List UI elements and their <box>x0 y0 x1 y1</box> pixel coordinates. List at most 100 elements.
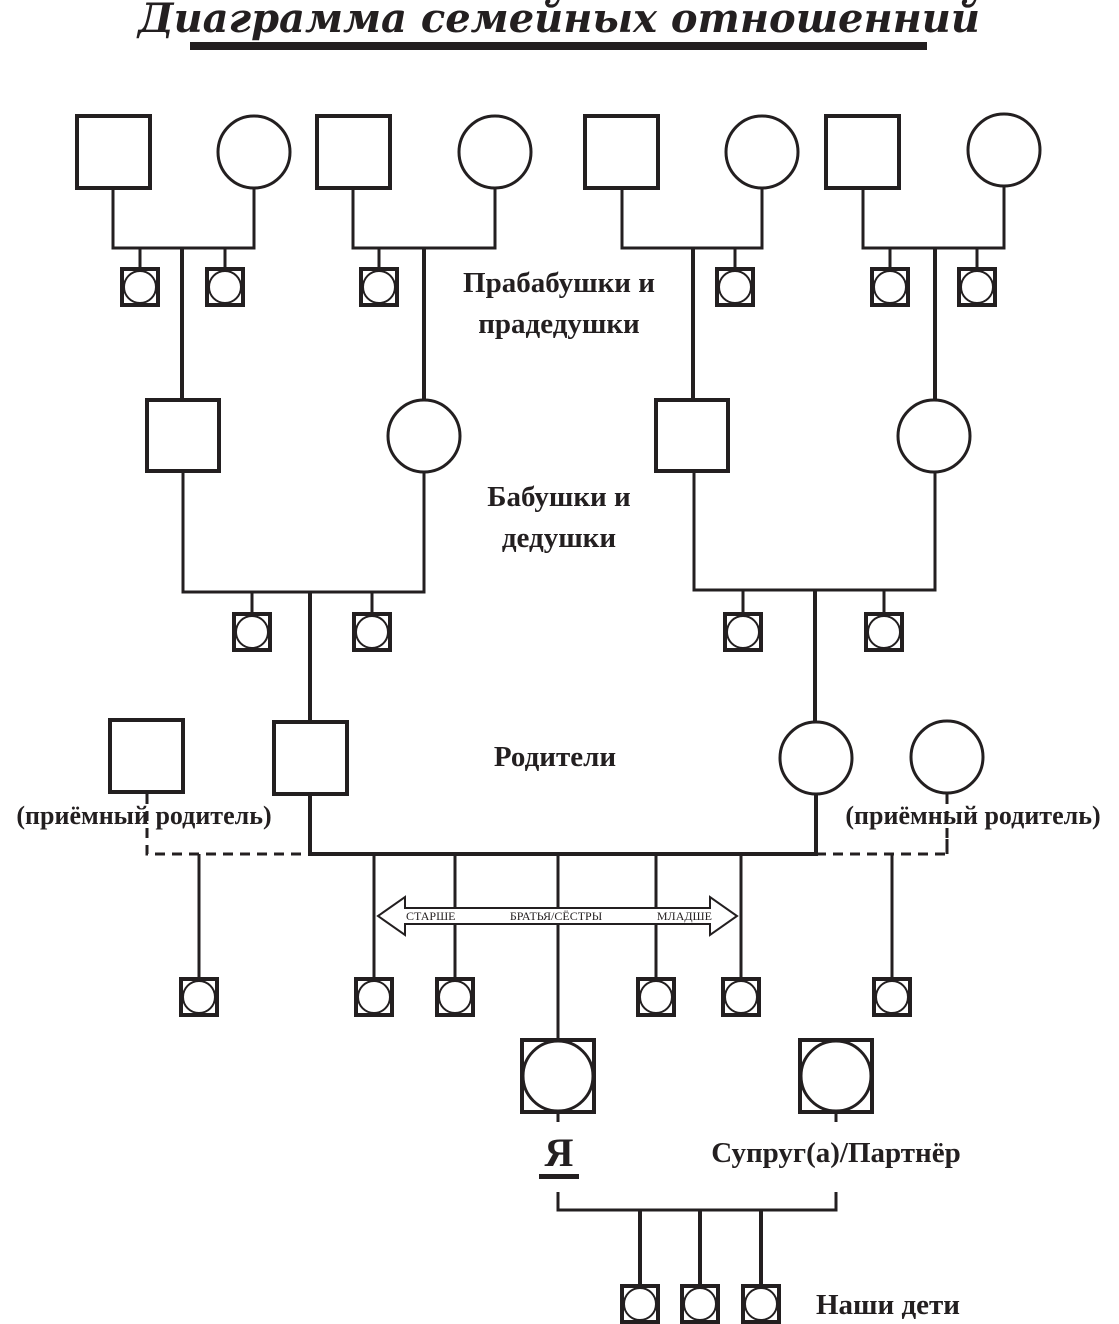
maternal-grandfather[interactable] <box>654 398 730 473</box>
father[interactable] <box>272 720 349 796</box>
maternal-grandmother[interactable] <box>896 398 972 474</box>
sibling-circle <box>639 980 673 1014</box>
great-grandmother-1[interactable] <box>216 114 292 190</box>
siblings-age-arrow: СТАРШЕ БРАТЬЯ/СЁСТРЫ МЛАДШЕ <box>376 895 739 937</box>
sibling-circle <box>357 980 391 1014</box>
grand-sibling-symbol[interactable] <box>864 612 904 652</box>
sibling-circle <box>683 1287 717 1321</box>
children-lines <box>638 1210 763 1286</box>
sibling-circle <box>726 615 760 649</box>
great-grandfather-2[interactable] <box>315 114 392 190</box>
great-grandfather-3[interactable] <box>583 114 660 190</box>
siblings <box>179 977 912 1017</box>
marriage-line <box>692 471 937 592</box>
sibling-drop-lines <box>741 590 886 614</box>
double-arrow-icon <box>376 895 739 937</box>
grand-siblings <box>232 612 904 652</box>
grand-sibling-symbol[interactable] <box>232 612 272 652</box>
me-symbol[interactable] <box>520 1038 596 1114</box>
step-mother[interactable] <box>909 719 985 795</box>
diagram-title: Диаграмма семейных отношенний <box>136 0 980 42</box>
great-grandparents-group-2 <box>315 114 533 400</box>
great-grandmother-4[interactable] <box>966 112 1042 188</box>
sibling-circle <box>208 270 242 304</box>
sibling-circle <box>123 270 157 304</box>
me-label: Я <box>545 1130 574 1175</box>
step-parent-right-label: (приёмный родитель) <box>845 801 1100 830</box>
sibling-drop-lines <box>250 592 374 614</box>
grandparents-label-line1: Бабушки и <box>487 481 630 513</box>
grandparents-maternal <box>654 398 972 722</box>
great-grandparents-label-line1: Прабабушки и <box>463 267 655 299</box>
sibling-circle <box>873 270 907 304</box>
paternal-grandfather[interactable] <box>145 398 221 473</box>
sibling-symbol[interactable] <box>435 977 475 1017</box>
great-grandparents-group-3 <box>583 114 800 400</box>
marriage-line <box>181 471 426 594</box>
sibling-circle <box>724 980 758 1014</box>
sibling-circle <box>355 615 389 649</box>
great-grand-sibling-symbol[interactable] <box>870 267 910 307</box>
sibling-symbol[interactable] <box>179 977 219 1017</box>
sibling-circle <box>235 615 269 649</box>
grandparents-label-line2: дедушки <box>502 522 616 554</box>
great-grand-sibling-symbol[interactable] <box>715 267 755 307</box>
sibling-circle <box>875 980 909 1014</box>
step-parent-left-label: (приёмный родитель) <box>16 801 271 830</box>
children <box>620 1284 781 1324</box>
grand-sibling-symbol[interactable] <box>723 612 763 652</box>
great-grand-sibling-symbol[interactable] <box>957 267 997 307</box>
sibling-circle <box>960 270 994 304</box>
children-label: Наши дети <box>816 1289 960 1321</box>
paternal-grandmother[interactable] <box>386 398 462 474</box>
child-symbol[interactable] <box>741 1284 781 1324</box>
spouse-symbol[interactable] <box>798 1038 874 1114</box>
great-grand-siblings <box>120 267 997 307</box>
spouse-circle <box>799 1039 873 1113</box>
great-grandparents-group-1 <box>75 114 292 400</box>
marriage-line <box>111 188 256 250</box>
parents-label: Родители <box>494 741 616 773</box>
step-father[interactable] <box>108 718 185 794</box>
me-circle <box>521 1039 595 1113</box>
sibling-circle <box>182 980 216 1014</box>
sibling-circle <box>438 980 472 1014</box>
grand-sibling-symbol[interactable] <box>352 612 392 652</box>
great-grand-sibling-symbol[interactable] <box>359 267 399 307</box>
child-symbol[interactable] <box>680 1284 720 1324</box>
parents-marriage-line <box>308 794 818 856</box>
great-grandparents-group-4 <box>824 112 1042 400</box>
grandparents-paternal <box>145 398 462 722</box>
sibling-circle <box>867 615 901 649</box>
great-grand-sibling-symbol[interactable] <box>120 267 160 307</box>
sibling-symbol[interactable] <box>636 977 676 1017</box>
marriage-line <box>620 188 764 250</box>
great-grandmother-3[interactable] <box>724 114 800 190</box>
label-bg <box>832 800 1116 832</box>
spouse-label: Супруг(а)/Партнёр <box>711 1137 960 1169</box>
sibling-drop-lines <box>138 248 227 268</box>
mother[interactable] <box>778 720 854 796</box>
sibling-drop-lines <box>888 248 979 268</box>
arrow-younger-label: МЛАДШЕ <box>657 909 712 923</box>
great-grandfather-4[interactable] <box>824 114 901 190</box>
arrow-siblings-label: БРАТЬЯ/СЁСТРЫ <box>510 909 603 923</box>
marriage-line <box>861 186 1006 250</box>
sibling-symbol[interactable] <box>872 977 912 1017</box>
arrow-older-label: СТАРШЕ <box>406 909 456 923</box>
great-grand-sibling-symbol[interactable] <box>205 267 245 307</box>
me-underline <box>539 1174 579 1179</box>
title-underline <box>190 42 927 50</box>
sibling-circle <box>362 270 396 304</box>
great-grandmother-2[interactable] <box>457 114 533 190</box>
sibling-circle <box>623 1287 657 1321</box>
sibling-symbol[interactable] <box>721 977 761 1017</box>
child-symbol[interactable] <box>620 1284 660 1324</box>
sibling-symbol[interactable] <box>354 977 394 1017</box>
sibling-circle <box>718 270 752 304</box>
great-grandparents-label-line2: прадедушки <box>478 308 640 340</box>
sibling-circle <box>744 1287 778 1321</box>
me-spouse-line <box>556 1192 838 1212</box>
great-grandfather-1[interactable] <box>75 114 152 190</box>
